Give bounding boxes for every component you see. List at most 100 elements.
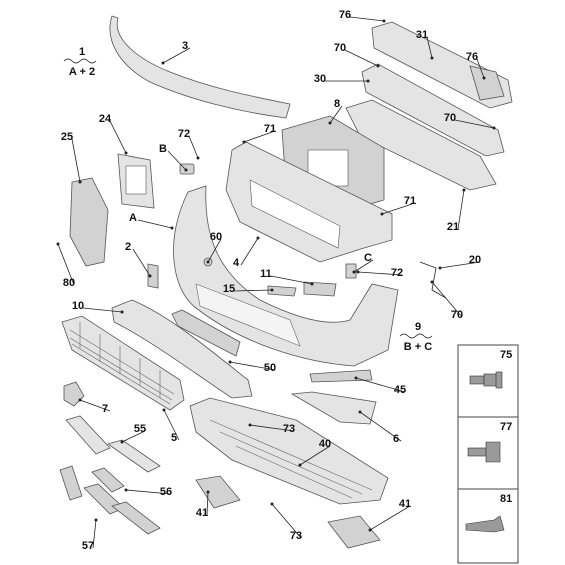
part-grille-slats	[69, 322, 175, 405]
callout-dot-73	[270, 502, 274, 506]
part-55-strip-right	[107, 439, 161, 473]
callout-dot-50	[228, 360, 232, 364]
callout-label-56: 56	[160, 486, 172, 498]
callout-dot-31	[430, 56, 434, 60]
part-41-right	[327, 515, 381, 549]
fastener-81-label: 81	[500, 493, 512, 505]
callout-dot-45	[354, 376, 358, 380]
callout-leader-72	[188, 135, 199, 159]
part-50-plate	[171, 309, 241, 357]
callout-label-24: 24	[99, 113, 112, 125]
reference-number-9: 9	[415, 321, 421, 333]
callout-label-40: 40	[319, 438, 331, 450]
part-4-frame	[225, 141, 393, 263]
reference-sub-1: A + 2	[69, 66, 95, 78]
callout-dot-A	[170, 226, 174, 230]
callout-label-41: 41	[196, 507, 208, 519]
callout-leader-70	[454, 119, 495, 129]
callout-leader-40	[299, 445, 331, 466]
callout-dot-8	[328, 121, 332, 125]
callout-dot-5	[162, 408, 166, 412]
part-41-left	[195, 475, 241, 509]
callout-dot-80	[56, 242, 60, 246]
callout-leader-21	[457, 189, 465, 230]
callout-label-3: 3	[182, 40, 188, 52]
callout-label-45: 45	[394, 384, 406, 396]
callout-label-71: 71	[264, 123, 276, 135]
callout-dot-55	[120, 440, 124, 444]
callout-leader-70	[431, 281, 463, 318]
callout-label-72: 72	[391, 267, 403, 279]
callout-dot-4	[256, 236, 260, 240]
callout-dot-B	[184, 168, 188, 172]
part-3-upper-trim	[109, 15, 291, 119]
part-15-trim	[267, 285, 297, 297]
fastener-77-label: 77	[500, 421, 512, 433]
reference-sub-9: B + C	[404, 341, 432, 353]
callout-label-20: 20	[469, 254, 481, 266]
reference-tilde-9	[399, 333, 433, 339]
part-57-strip-right	[111, 501, 161, 535]
part-4-frame-opening	[249, 179, 341, 249]
reference-number-1: 1	[79, 46, 85, 58]
callout-label-C: C	[364, 252, 372, 264]
callout-dot-76	[482, 76, 486, 80]
fastener-77-icon	[467, 441, 501, 463]
callout-label-A: A	[129, 212, 137, 224]
callout-label-15: 15	[223, 283, 235, 295]
callout-leader-4	[240, 237, 259, 266]
part-6-bezel	[290, 391, 377, 425]
callout-leader-73	[249, 424, 295, 432]
callout-leader-B	[167, 150, 187, 171]
callout-leader-24	[109, 120, 127, 154]
callout-leader-15	[233, 289, 273, 292]
callout-dot-11	[310, 282, 314, 286]
callout-dot-40	[298, 463, 302, 467]
part-11-trim	[303, 281, 337, 297]
callout-label-76: 76	[339, 9, 351, 21]
callout-dot-C	[352, 270, 356, 274]
callout-label-4: 4	[233, 257, 240, 269]
callout-leader-41	[369, 505, 411, 531]
callout-label-8: 8	[334, 98, 340, 110]
reference-tilde-1	[63, 58, 97, 64]
part-24-housing-inner	[125, 165, 147, 195]
callout-leader-10	[82, 307, 123, 313]
callout-dot-41	[206, 490, 210, 494]
callout-label-11: 11	[260, 268, 272, 280]
part-31-beam-bracket	[469, 65, 505, 101]
callout-label-71: 71	[404, 195, 416, 207]
callout-dot-41	[368, 528, 372, 532]
callout-leader-60	[207, 238, 222, 263]
part-30-reinforcement	[361, 63, 505, 157]
callout-dot-60	[206, 260, 210, 264]
callout-leader-71	[243, 130, 276, 143]
callout-leader-71	[381, 202, 416, 215]
callout-label-60: 60	[210, 231, 222, 243]
callout-label-80: 80	[63, 277, 75, 289]
callout-label-70: 70	[451, 309, 463, 321]
part-2-strip	[147, 263, 159, 289]
callout-dot-30	[366, 79, 370, 83]
callout-label-7: 7	[102, 403, 108, 415]
part-a-bumper-cover	[173, 185, 399, 367]
part-7-cap	[63, 381, 85, 407]
part-40-ribs	[209, 419, 373, 499]
callout-leader-50	[229, 361, 276, 371]
callout-label-31: 31	[416, 29, 428, 41]
callout-label-73: 73	[290, 530, 302, 542]
callout-label-73: 73	[283, 423, 295, 435]
callout-label-30: 30	[314, 73, 326, 85]
part-25-bracket	[69, 177, 109, 267]
callout-dot-20	[438, 266, 442, 270]
callout-label-25: 25	[61, 131, 73, 143]
callout-leader-3	[162, 47, 191, 64]
callout-leader-41	[206, 491, 209, 516]
fastener-75-label: 75	[500, 349, 512, 361]
callout-dot-72	[356, 270, 360, 274]
part-56-strip	[91, 467, 125, 493]
callout-dot-70	[430, 280, 434, 284]
callout-leader-72	[357, 271, 403, 276]
